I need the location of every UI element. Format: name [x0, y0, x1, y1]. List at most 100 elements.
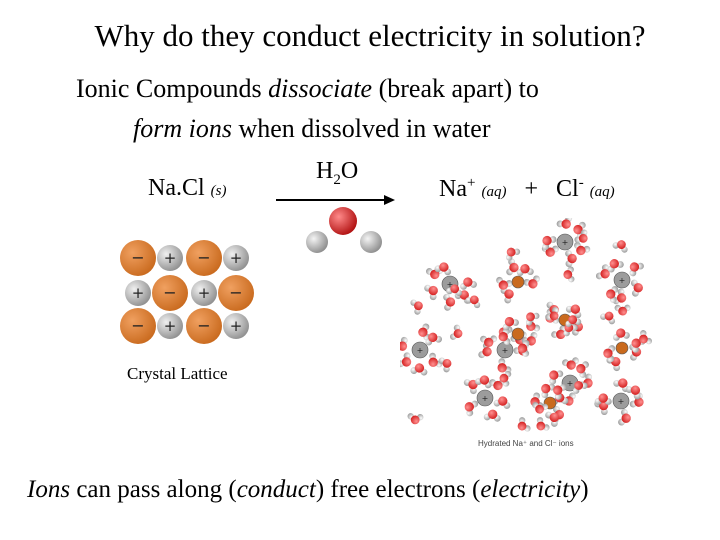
svg-text:+: +: [132, 284, 145, 302]
chloride-ion: +: [556, 233, 574, 251]
svg-text:+: +: [198, 284, 211, 302]
water-molecule: [532, 402, 549, 414]
water-molecule: [565, 315, 582, 328]
water-molecule: [517, 339, 530, 357]
chloride-state: (aq): [589, 184, 615, 200]
chloride-ion-sphere: −: [186, 308, 222, 344]
water-molecule: [506, 247, 521, 261]
hydrated-ions-icon: ++++++++: [400, 218, 653, 432]
water-molecule: [464, 400, 479, 417]
svg-text:+: +: [618, 397, 625, 406]
slide-title: Why do they conduct electricity in solut…: [94, 18, 646, 53]
svg-text:+: +: [502, 346, 509, 355]
water-molecule: [572, 381, 588, 394]
sodium-ion: [511, 327, 525, 341]
chloride-ion: +: [496, 341, 514, 359]
water-molecule: [625, 385, 641, 400]
water-molecule: [574, 242, 591, 256]
water-molecule: [493, 396, 511, 409]
water-molecule: [434, 262, 452, 276]
water-molecule: [425, 332, 443, 346]
water-molecule: [565, 250, 577, 268]
crystal-lattice-label: Crystal Lattice: [127, 364, 228, 383]
water-molecule: [629, 262, 644, 277]
water-molecule: [574, 229, 588, 243]
svg-text:−: −: [197, 316, 210, 335]
water-molecule: [438, 357, 452, 373]
chloride-ion-sphere: −: [120, 308, 156, 344]
water-molecule: [565, 304, 582, 319]
svg-text:+: +: [447, 280, 454, 289]
water-molecule: [446, 284, 463, 297]
sodium-ion: Na: [439, 176, 467, 202]
reaction-arrow-icon: [276, 195, 395, 205]
conclusion-em-ions: Ions: [27, 476, 71, 503]
chloride-ion: Cl: [556, 176, 579, 202]
water-molecule: [614, 304, 631, 316]
reactant-formula: Na.Cl: [148, 175, 211, 201]
sodium-ion-sphere: +: [223, 313, 249, 339]
line1-emphasis: dissociate: [268, 74, 373, 103]
chloride-ion-sphere: −: [120, 240, 156, 276]
water-molecule: [562, 357, 579, 370]
water-molecule: [595, 264, 610, 280]
svg-text:−: −: [131, 316, 144, 335]
svg-text:+: +: [230, 249, 243, 267]
sodium-ion: [615, 341, 629, 355]
line2-post: when dissolved in water: [231, 114, 491, 143]
sodium-charge: +: [466, 175, 476, 191]
water-molecule: [443, 293, 456, 311]
svg-text:+: +: [164, 317, 177, 335]
reactant-state: (s): [210, 183, 227, 199]
svg-text:+: +: [567, 379, 574, 388]
water-molecule: [594, 393, 612, 405]
line1-post: (break apart) to: [372, 74, 539, 103]
water-molecule: [516, 264, 534, 276]
water-molecule: [418, 323, 431, 341]
water-molecule: [523, 275, 540, 289]
water-molecule: [545, 411, 559, 427]
subtitle-line-2: form ions when dissolved in water: [133, 114, 490, 144]
water-molecule: [618, 408, 631, 426]
product-ions: Na+ (aq) + Cl- (aq): [439, 175, 615, 203]
water-molecule: [480, 335, 498, 348]
water-molecule: [612, 240, 628, 253]
svg-text:+: +: [482, 394, 489, 403]
water-molecule: [545, 307, 559, 321]
water-molecule: [630, 279, 643, 297]
conclusion-text-3: ): [580, 476, 589, 503]
water-molecule: [460, 277, 477, 290]
chloride-charge: -: [578, 175, 584, 191]
water-molecule: [400, 352, 412, 368]
water-molecule: [549, 370, 564, 385]
svg-text:−: −: [197, 248, 210, 267]
conclusion-text-1: can pass along (: [70, 476, 237, 503]
svg-text:+: +: [417, 346, 424, 355]
chloride-ion: +: [612, 392, 630, 410]
line2-emphasis: form ions: [133, 114, 232, 143]
water-molecule: [542, 235, 557, 250]
water-molecule: [639, 330, 653, 345]
subtitle-line-1: Ionic Compounds dissociate (break apart)…: [76, 74, 539, 104]
water-molecule: [563, 266, 575, 283]
water-molecule: [463, 379, 478, 395]
water-molecule: [499, 370, 512, 387]
water-molecule: [536, 417, 550, 431]
water-molecule: [541, 245, 559, 257]
water-molecule: [553, 383, 567, 400]
svg-text:+: +: [164, 249, 177, 267]
sodium-state: (aq): [481, 184, 507, 200]
svg-text:−: −: [229, 283, 242, 302]
solvent-o: O: [340, 158, 359, 184]
water-molecule: [606, 286, 619, 303]
water-molecule: [502, 316, 519, 331]
sodium-ion-sphere: +: [223, 245, 249, 271]
water-molecule: [449, 324, 463, 340]
plus-sign: +: [524, 176, 538, 202]
chloride-ion-sphere: −: [218, 275, 254, 311]
water-molecule: [424, 284, 438, 301]
water-molecule-icon: [306, 207, 382, 253]
sodium-ion-sphere: +: [157, 313, 183, 339]
water-molecule: [475, 375, 492, 389]
water-molecule: [600, 311, 616, 325]
